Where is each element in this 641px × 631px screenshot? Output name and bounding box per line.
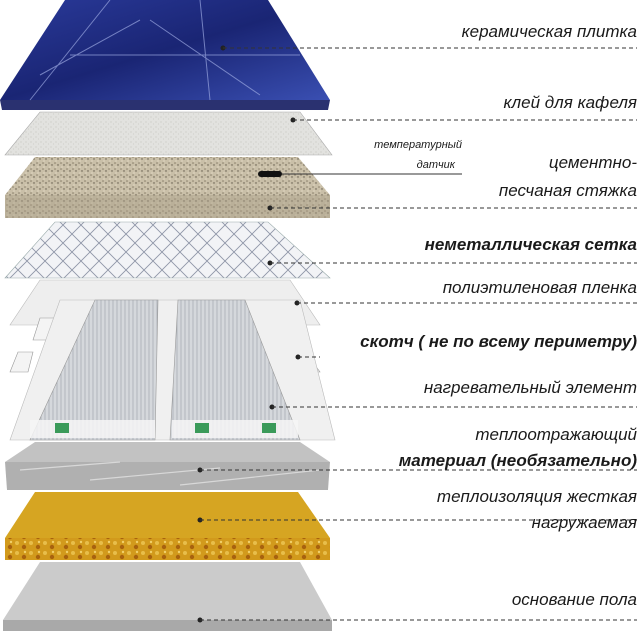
- label-screed-1: цементно-: [549, 153, 637, 172]
- leader-lines: [197, 45, 637, 623]
- label-screed-2: песчаная стяжка: [499, 181, 637, 200]
- layer-tile-adhesive: [4, 111, 333, 156]
- label-tile-adhesive: клей для кафеля: [504, 93, 637, 112]
- layer-heating-element: [9, 299, 336, 441]
- label-insulation-2: нагружаемая: [532, 513, 637, 532]
- layer-ceramic-tile: [0, 0, 330, 110]
- label-insulation-1: теплоизоляция жесткая: [437, 487, 637, 506]
- label-tape: скотч ( не по всему периметру): [360, 332, 637, 351]
- label-reflective-2: материал (необязательно): [399, 451, 638, 470]
- temp-sensor: [258, 171, 282, 177]
- layer-insulation: [5, 492, 330, 560]
- layer-floor-base: [3, 562, 332, 631]
- label-reflective-1: теплоотражающий: [475, 425, 637, 444]
- layer-screed: [5, 157, 330, 218]
- label-temp-sensor-2: датчик: [417, 159, 456, 171]
- label-ceramic-tile: керамическая плитка: [462, 22, 637, 41]
- layer-mesh: [4, 221, 331, 279]
- layer-reflective: [5, 442, 330, 490]
- label-heating-element: нагревательный элемент: [424, 378, 637, 397]
- label-temp-sensor-1: температурный: [374, 139, 462, 151]
- labels: керамическая плитка клей для кафеля темп…: [360, 22, 637, 609]
- label-floor-base: основание пола: [512, 590, 637, 609]
- label-poly-film: полиэтиленовая пленка: [443, 278, 637, 297]
- label-mesh: неметаллическая сетка: [425, 235, 637, 254]
